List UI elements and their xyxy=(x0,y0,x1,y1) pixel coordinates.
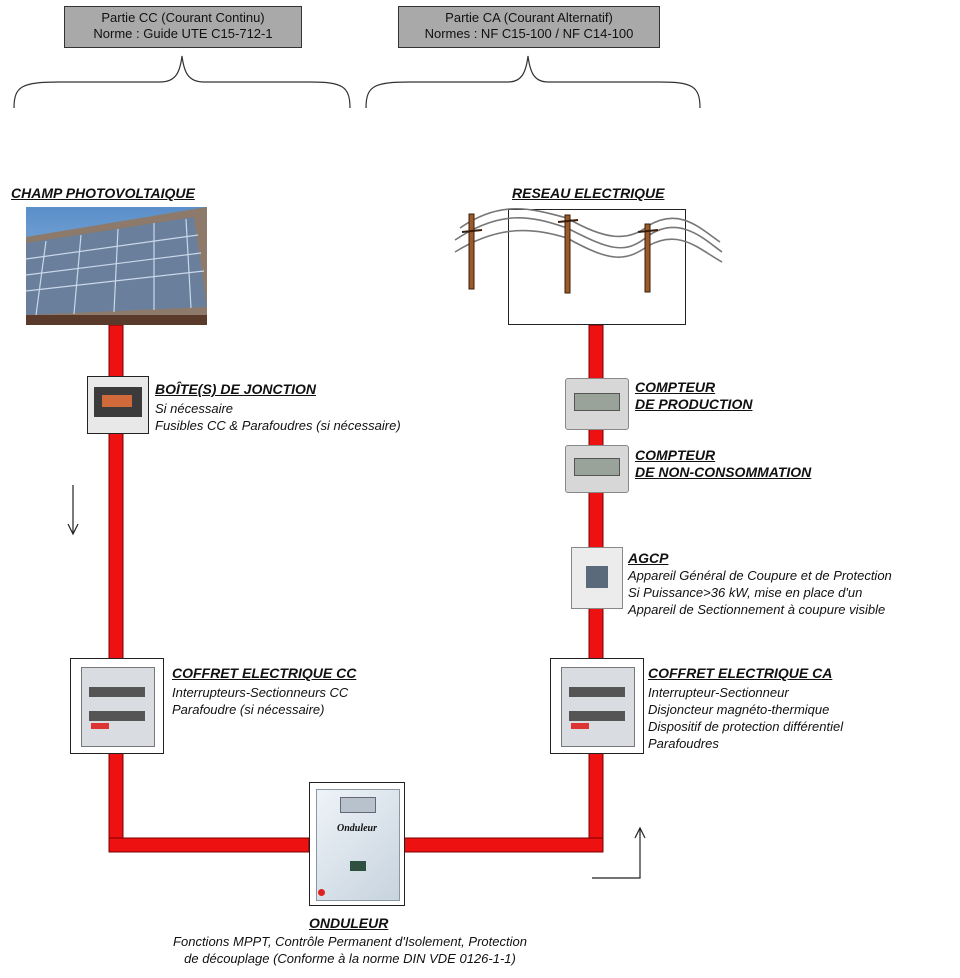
agcp-title: AGCP xyxy=(628,550,669,566)
ac-header-box: Partie CA (Courant Alternatif) Normes : … xyxy=(398,6,660,48)
production-meter-title-line1: COMPTEUR xyxy=(635,379,716,395)
inverter-desc: Fonctions MPPT, Contrôle Permanent d'Iso… xyxy=(118,933,582,967)
inverter-device-label: Onduleur xyxy=(336,823,377,834)
down-arrow-icon xyxy=(67,485,79,536)
nonconsumption-meter-title-line1: COMPTEUR xyxy=(635,447,716,463)
junction-box-desc: Si nécessaire Fusibles CC & Parafoudres … xyxy=(155,400,401,434)
nonconsumption-meter-image xyxy=(565,445,629,493)
ac-cabinet-line: Disjoncteur magnéto-thermique xyxy=(648,702,830,717)
production-meter-title: COMPTEUR DE PRODUCTION xyxy=(635,379,752,413)
dc-cabinet-title: COFFRET ELECTRIQUE CC xyxy=(172,665,357,681)
production-meter-title-line2: DE PRODUCTION xyxy=(635,396,753,412)
ac-header-line1: Partie CA (Courant Alternatif) xyxy=(445,10,613,25)
dc-header-line1: Partie CC (Courant Continu) xyxy=(101,10,265,25)
agcp-breaker-image xyxy=(571,547,623,609)
up-arrow-icon xyxy=(592,826,646,879)
dc-header-box: Partie CC (Courant Continu) Norme : Guid… xyxy=(64,6,302,48)
junction-box-image xyxy=(87,376,149,434)
inverter-title: ONDULEUR xyxy=(309,915,389,931)
dc-cabinet-desc: Interrupteurs-Sectionneurs CC Parafoudre… xyxy=(172,684,348,718)
agcp-line: Appareil Général de Coupure et de Protec… xyxy=(628,568,892,583)
junction-box-line: Fusibles CC & Parafoudres (si nécessaire… xyxy=(155,418,401,433)
nonconsumption-meter-title-line2: DE NON-CONSOMMATION xyxy=(635,464,812,480)
dc-cabinet-line: Parafoudre (si nécessaire) xyxy=(172,702,325,717)
ac-header-line2: Normes : NF C15-100 / NF C14-100 xyxy=(424,26,634,41)
junction-box-title: BOÎTE(S) DE JONCTION xyxy=(155,381,317,397)
agcp-desc: Appareil Général de Coupure et de Protec… xyxy=(628,567,892,618)
dc-header-line2: Norme : Guide UTE C15-712-1 xyxy=(93,26,273,41)
pv-field-title: CHAMP PHOTOVOLTAIQUE xyxy=(11,185,195,201)
inverter-line: de découplage (Conforme à la norme DIN V… xyxy=(184,951,516,966)
agcp-line: Si Puissance>36 kW, mise en place d'un xyxy=(628,585,863,600)
ac-cabinet-line: Interrupteur-Sectionneur xyxy=(648,685,789,700)
junction-box-line: Si nécessaire xyxy=(155,401,234,416)
inverter-image: Onduleur xyxy=(309,782,405,906)
ac-cabinet-line: Parafoudres xyxy=(648,736,719,751)
dc-brace xyxy=(13,55,351,109)
dc-cabinet-line: Interrupteurs-Sectionneurs CC xyxy=(172,685,349,700)
agcp-line: Appareil de Sectionnement à coupure visi… xyxy=(628,602,886,617)
solar-panels-image xyxy=(26,207,207,325)
inverter-line: Fonctions MPPT, Contrôle Permanent d'Iso… xyxy=(173,934,527,949)
ac-cabinet-desc: Interrupteur-Sectionneur Disjoncteur mag… xyxy=(648,684,843,752)
ac-cabinet-image xyxy=(550,658,644,754)
grid-frame xyxy=(508,209,686,325)
grid-title: RESEAU ELECTRIQUE xyxy=(512,185,665,201)
dc-cabinet-image xyxy=(70,658,164,754)
production-meter-image xyxy=(565,378,629,430)
ac-cabinet-line: Dispositif de protection différentiel xyxy=(648,719,844,734)
nonconsumption-meter-title: COMPTEUR DE NON-CONSOMMATION xyxy=(635,447,811,481)
ac-cabinet-title: COFFRET ELECTRIQUE CA xyxy=(648,665,833,681)
ac-brace xyxy=(365,55,701,109)
